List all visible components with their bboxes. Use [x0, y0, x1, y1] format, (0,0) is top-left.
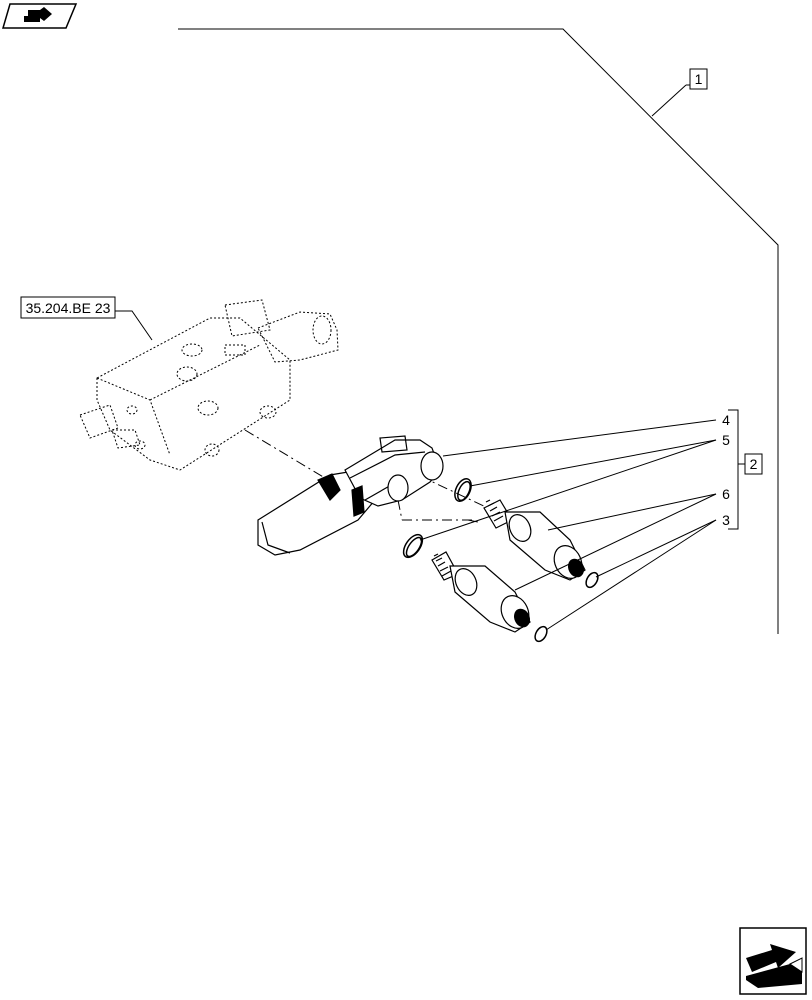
callout-1-label: 1 — [695, 71, 703, 87]
reference-label: 35.204.BE 23 — [26, 300, 111, 316]
assembly-outline — [178, 28, 779, 634]
callout-4-label: 4 — [722, 412, 730, 428]
reference-link[interactable]: 35.204.BE 23 — [20, 296, 153, 341]
callout-5-label: 5 — [722, 432, 730, 448]
next-page-icon — [746, 944, 803, 988]
o-ring-upper-large — [454, 477, 472, 503]
previous-page-icon — [24, 7, 52, 22]
adapter-manifold — [257, 435, 444, 556]
o-ring-lower-small — [534, 625, 548, 643]
o-ring-lower-large — [402, 533, 424, 559]
control-valve-block — [79, 299, 339, 471]
callout-2-label: 2 — [750, 456, 758, 472]
quick-coupler-lower — [431, 551, 531, 633]
callout-6-label: 6 — [722, 486, 730, 502]
callout-1: 1 — [651, 68, 708, 117]
quick-coupler-upper — [483, 499, 586, 581]
leader-lines — [419, 419, 717, 631]
next-page-button[interactable] — [739, 927, 807, 995]
callout-3-label: 3 — [722, 512, 730, 528]
o-ring-upper-small — [585, 571, 599, 589]
previous-page-button[interactable] — [2, 3, 78, 29]
group-bracket — [728, 409, 763, 530]
